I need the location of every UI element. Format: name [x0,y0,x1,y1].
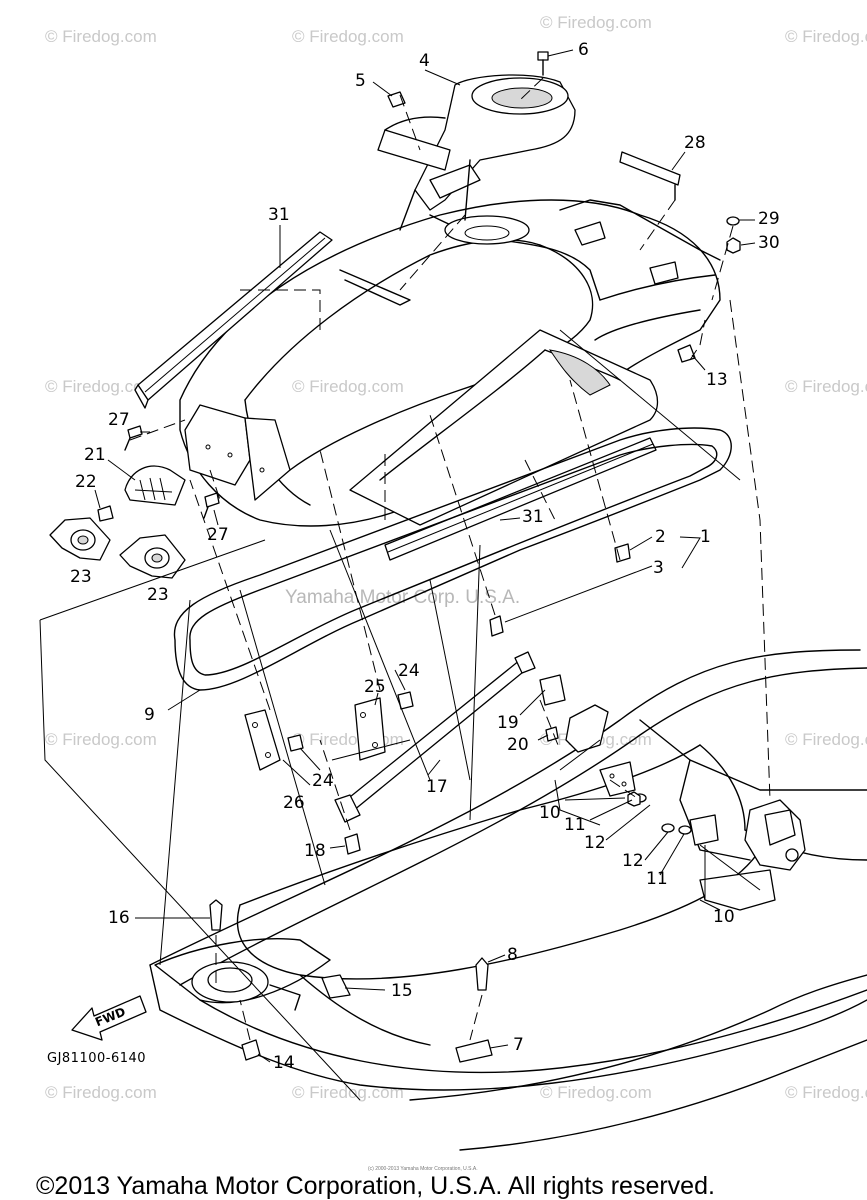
inner-cover [349,329,659,526]
callout-13: 13 [706,370,728,390]
watermark-text: © Firedog.com [45,730,157,749]
callout-12: 12 [584,833,606,853]
callout-2: 2 [655,527,666,547]
callout-25: 25 [364,677,386,697]
callout-28: 28 [684,133,706,153]
callout-29: 29 [758,209,780,229]
callout-16: 16 [108,908,130,928]
watermark-text: © Firedog.com [540,1083,652,1102]
leader-lines [94,49,756,1063]
callout-31: 31 [522,507,544,527]
watermark-text: © Firedog.com [45,1083,157,1102]
watermark-text: © Firedog.com [785,1083,867,1102]
steering-cover [377,74,576,231]
fine-print: (c) 2000-2013 Yamaha Motor Corporation, … [368,1166,478,1172]
latch-assembly [539,674,719,846]
callouts: 4 5 6 28 29 30 31 13 27 21 22 27 31 2 1 … [70,40,780,1073]
callout-27: 27 [108,410,130,430]
callout-31: 31 [268,205,290,225]
copyright-notice: ©2013 Yamaha Motor Corporation, U.S.A. A… [36,1172,715,1200]
callout-11: 11 [564,815,586,835]
callout-21: 21 [84,445,106,465]
callout-8: 8 [507,945,518,965]
callout-5: 5 [355,71,366,91]
bracket-25 [354,697,386,761]
hardware [97,51,741,1063]
callout-24: 24 [398,661,420,681]
callout-7: 7 [513,1035,524,1055]
damper-stay [334,651,536,823]
bracket-26 [244,709,281,771]
callout-26: 26 [283,793,305,813]
watermark-text: © Firedog.com [292,1083,404,1102]
diagram-code: GJ81100-6140 [47,1051,146,1066]
hood-deck-cover [179,199,721,527]
watermark-text: © Firedog.com [292,377,404,396]
watermark-text: © Firedog.com [785,377,867,396]
callout-23: 23 [147,585,169,605]
callout-20: 20 [507,735,529,755]
callout-18: 18 [304,841,326,861]
callout-22: 22 [75,472,97,492]
callout-19: 19 [497,713,519,733]
callout-12: 12 [622,851,644,871]
watermark-center-text: Yamaha Motor Corp. U.S.A. [285,587,520,608]
watermark-text: © Firedog.com [785,27,867,46]
callout-4: 4 [419,51,430,71]
watermark-text: © Firedog.com [45,377,157,396]
watermark-text: © Firedog.com [540,13,652,32]
callout-3: 3 [653,558,664,578]
reference-lines [39,329,761,1101]
callout-10: 10 [539,803,561,823]
watermark-text: © Firedog.com [292,27,404,46]
watermark-text: © Firedog.com [785,730,867,749]
seal-gasket [173,427,732,691]
callout-27: 27 [207,525,229,545]
callout-1: 1 [700,527,711,547]
callout-9: 9 [144,705,155,725]
callout-11: 11 [646,869,668,889]
watermark-text: © Firedog.com [45,27,157,46]
hinge-21 [124,465,186,506]
callout-24: 24 [312,771,334,791]
forward-direction-arrow: FWD [71,995,147,1041]
callout-14: 14 [273,1053,295,1073]
hinge-bracket-left [49,517,111,561]
assembly-lines [129,77,771,1041]
callout-15: 15 [391,981,413,1001]
rubber-strip-right [384,437,657,561]
hinge-bracket-right [119,534,186,579]
callout-10: 10 [713,907,735,927]
callout-17: 17 [426,777,448,797]
callout-30: 30 [758,233,780,253]
callout-23: 23 [70,567,92,587]
rubber-strip-left [134,231,333,409]
callout-6: 6 [578,40,589,60]
